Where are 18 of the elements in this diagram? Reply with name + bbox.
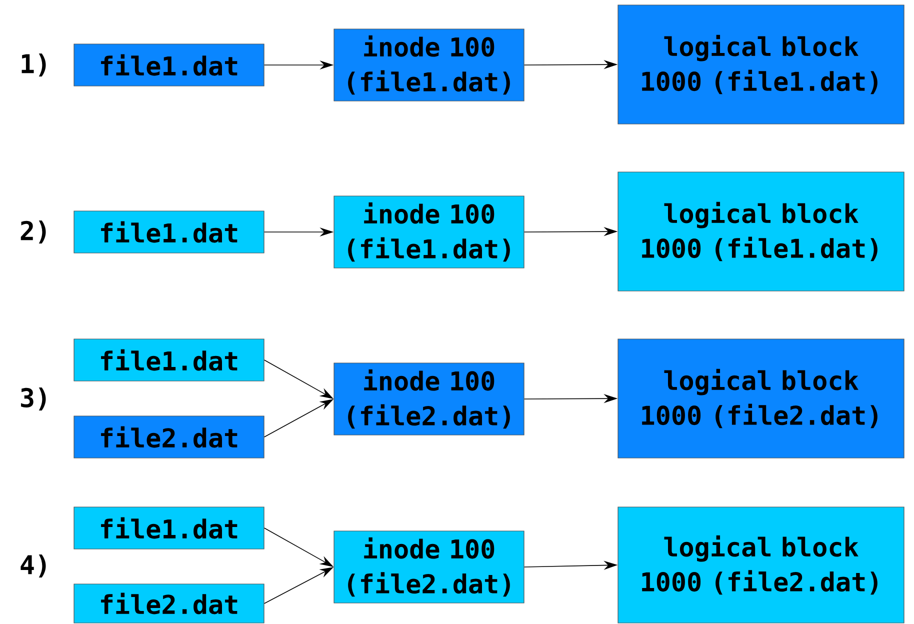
block-box: logical block 1000 (file1.dat) — [618, 4, 904, 124]
block-box: logical block 1000 (file1.dat) — [618, 172, 904, 292]
inode-box: inode 100 (file1.dat) — [334, 28, 524, 102]
inode-box: inode 100 (file2.dat) — [334, 530, 524, 604]
file-box: file1.dat — [74, 44, 264, 86]
step-number: 2) — [20, 220, 46, 244]
step-number: 4) — [20, 554, 46, 578]
block-box: logical block 1000 (file2.dat) — [618, 338, 904, 458]
block-box: logical block 1000 (file2.dat) — [618, 506, 904, 624]
file-box: file2.dat — [74, 416, 264, 458]
file-box: file1.dat — [74, 338, 264, 382]
file-box: file1.dat — [74, 506, 264, 550]
file-box: file1.dat — [74, 210, 264, 254]
step-number: 1) — [22, 53, 46, 77]
inode-box: inode 100 (file2.dat) — [334, 362, 524, 436]
file-box: file2.dat — [74, 584, 264, 624]
inode-box: inode 100 (file1.dat) — [334, 196, 524, 268]
step-number: 3) — [21, 387, 46, 411]
